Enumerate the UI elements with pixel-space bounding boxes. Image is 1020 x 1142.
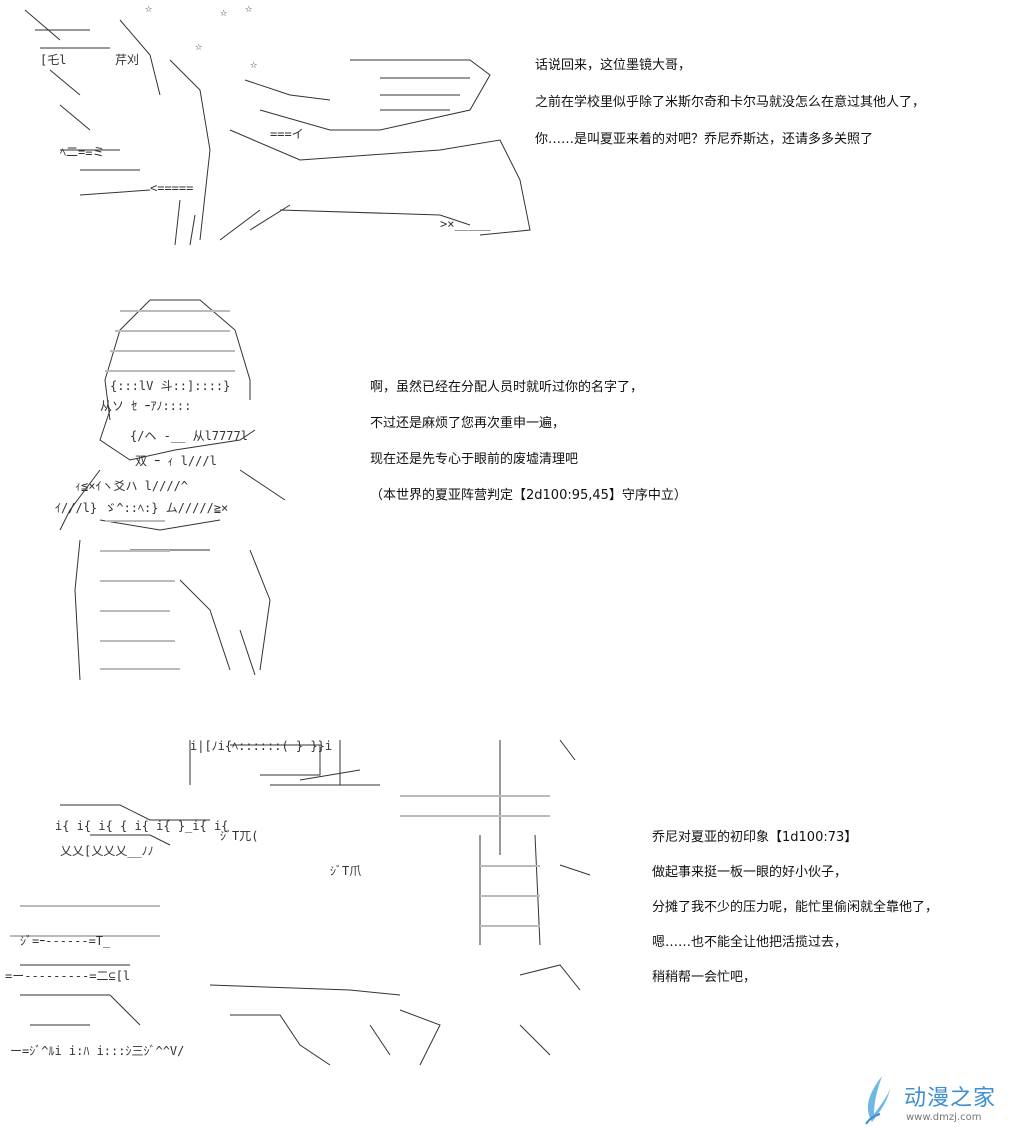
watermark-name: 动漫之家 [904, 1086, 997, 1111]
svg-text:i|[ﾉi{ﾍ::::::( } }}i: i|[ﾉi{ﾍ::::::( } }}i [190, 739, 332, 753]
dialogue-line: 你……是叫夏亚来着的对吧？乔尼乔斯达，还请多多关照了 [535, 132, 874, 147]
svg-text:>×_____: >×_____ [440, 217, 491, 231]
svg-text:ｨ≦×ｲヽ爻ハ l////^: ｨ≦×ｲヽ爻ハ l////^ [75, 479, 188, 493]
svg-text:=ー‐‐‐‐‐‐‐‐‐=二⊆[l: =ー‐‐‐‐‐‐‐‐‐=二⊆[l [5, 969, 130, 983]
svg-text:☆: ☆ [250, 57, 257, 71]
svg-text:===イ: ===イ [270, 127, 304, 141]
svg-text:<=====: <===== [150, 181, 193, 195]
svg-text:ｼﾞT爪: ｼﾞT爪 [330, 864, 361, 878]
svg-text:☆: ☆ [195, 39, 202, 53]
svg-text:从ソ ｾ ｰｱﾉ::::: 从ソ ｾ ｰｱﾉ:::: [100, 399, 191, 413]
dialogue-line: 话说回来，这位墨镜大哥， [535, 58, 692, 73]
ascii-art-masked-character: {:::lV 斗::]::::} 从ソ ｾ ｰｱﾉ:::: {/ヘ ‐__ 从l… [55, 299, 286, 681]
dialogue-line: 分摊了我不少的压力呢，能忙里偷闲就全靠他了， [652, 900, 939, 915]
panel-3: i|[ﾉi{ﾍ::::::( } }}i i{ i{ i{ { i{ i{ }_… [0, 725, 1020, 1070]
svg-text:[乇l: [乇l [40, 53, 66, 67]
dialogue-box-1: 话说回来，这位墨镜大哥， 之前在学校里似乎除了米斯尔奇和卡尔马就没怎么在意过其他… [535, 47, 925, 158]
svg-text:ｼﾞT兀(: ｼﾞT兀( [220, 829, 258, 843]
svg-text:i{ i{ i{ { i{ i{ }_i{ i{: i{ i{ i{ { i{ i{ }_i{ i{ [55, 819, 228, 833]
svg-text:{:::lV 斗::]::::}: {:::lV 斗::]::::} [110, 379, 230, 393]
svg-text:☆: ☆ [145, 1, 152, 15]
dialogue-line: 现在还是先专心于眼前的废墟清理吧 [370, 452, 579, 467]
svg-text:ー=ｼﾞ^ﾙi i:ﾊ i:::ｼ三ｼﾞ^^V/: ー=ｼﾞ^ﾙi i:ﾊ i:::ｼ三ｼﾞ^^V/ [10, 1044, 184, 1058]
feather-drop-icon [865, 1076, 890, 1125]
ascii-art-ruins-scene: i|[ﾉi{ﾍ::::::( } }}i i{ i{ i{ { i{ i{ }_… [5, 739, 591, 1066]
dialogue-line: 之前在学校里似乎除了米斯尔奇和卡尔马就没怎么在意过其他人了， [535, 95, 926, 110]
svg-text:ｼﾞ=ｰ‐‐‐‐‐‐=T_: ｼﾞ=ｰ‐‐‐‐‐‐=T_ [20, 934, 111, 948]
dialogue-line: 啊，虽然已经在分配人员时就听过你的名字了， [370, 380, 644, 395]
svg-text:乂乂[乂乂乂__ﾉﾉ: 乂乂[乂乂乂__ﾉﾉ [60, 844, 154, 858]
svg-text:☆: ☆ [220, 5, 227, 19]
dialogue-line: 乔尼对夏亚的初印象【1d100:73】 [652, 830, 858, 845]
panel-2: {:::lV 斗::]::::} 从ソ ｾ ｰｱﾉ:::: {/ヘ ‐__ 从l… [0, 290, 1020, 690]
svg-text:芹刈: 芹刈 [115, 53, 139, 67]
site-watermark: 动漫之家 www.dmzj.com [858, 1072, 1008, 1132]
ascii-art-sunglasses-character: ☆ ☆ ☆ ☆ ☆ [乇l 芹刈 ===イ ﾍ二=≡ミ <===== >×_____ [24, 1, 531, 246]
svg-text:双 ｰ ｨ l///l: 双 ｰ ｨ l///l [135, 454, 217, 468]
dialogue-box-3: 乔尼对夏亚的初印象【1d100:73】 做起事来挺一板一眼的好小伙子， 分摊了我… [652, 820, 938, 995]
dialogue-line: 不过还是麻烦了您再次重申一遍， [370, 416, 566, 431]
dialogue-line: 做起事来挺一板一眼的好小伙子， [652, 865, 848, 880]
svg-text:ｲ///l} ゞ^::ﾍ:} ム/////≧×: ｲ///l} ゞ^::ﾍ:} ム/////≧× [55, 501, 228, 515]
svg-text:ﾍ二=≡ミ: ﾍ二=≡ミ [60, 145, 104, 159]
dialogue-line: 稍稍帮一会忙吧， [652, 970, 757, 985]
svg-text:☆: ☆ [245, 1, 252, 15]
svg-text:{/ヘ ‐__ 从l7777l: {/ヘ ‐__ 从l7777l [130, 429, 248, 443]
panel-1: ☆ ☆ ☆ ☆ ☆ [乇l 芹刈 ===イ ﾍ二=≡ミ <===== >×_____ 话… [0, 0, 1020, 280]
dialogue-box-2: 啊，虽然已经在分配人员时就听过你的名字了， 不过还是麻烦了您再次重申一遍， 现在… [370, 370, 687, 514]
dialogue-line: 嗯……也不能全让他把活揽过去， [652, 935, 848, 950]
watermark-url: www.dmzj.com [906, 1112, 982, 1123]
dialogue-line: （本世界的夏亚阵营判定【2d100:95,45】守序中立） [370, 488, 687, 503]
